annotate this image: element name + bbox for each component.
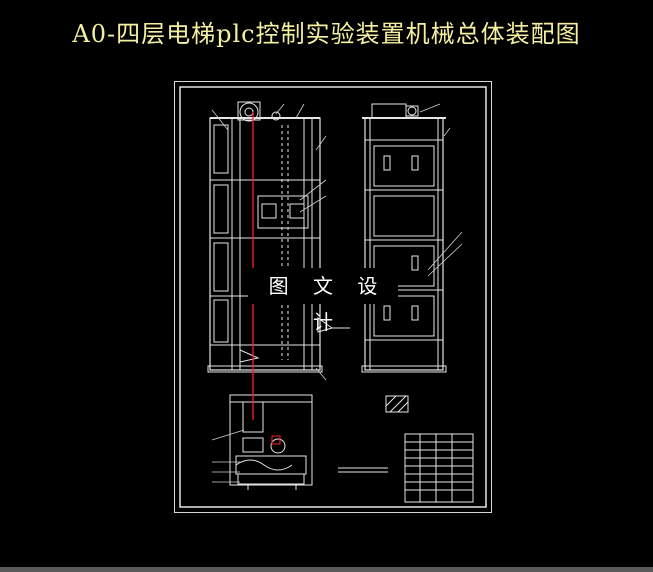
title-block bbox=[404, 433, 474, 503]
leader-lines bbox=[211, 103, 463, 483]
drawing-sheet-border bbox=[174, 81, 492, 513]
section-detail bbox=[385, 395, 409, 413]
side-view-tower bbox=[361, 103, 447, 373]
bottom-scrollbar bbox=[0, 567, 653, 572]
drawing-title: A0-四层电梯plc控制实验装置机械总体装配图 bbox=[72, 20, 581, 48]
watermark-label: 图 文 设 计 bbox=[248, 268, 398, 334]
elevator-car bbox=[257, 195, 309, 229]
inner-frame bbox=[179, 86, 487, 508]
drive-unit-detail bbox=[229, 394, 388, 490]
